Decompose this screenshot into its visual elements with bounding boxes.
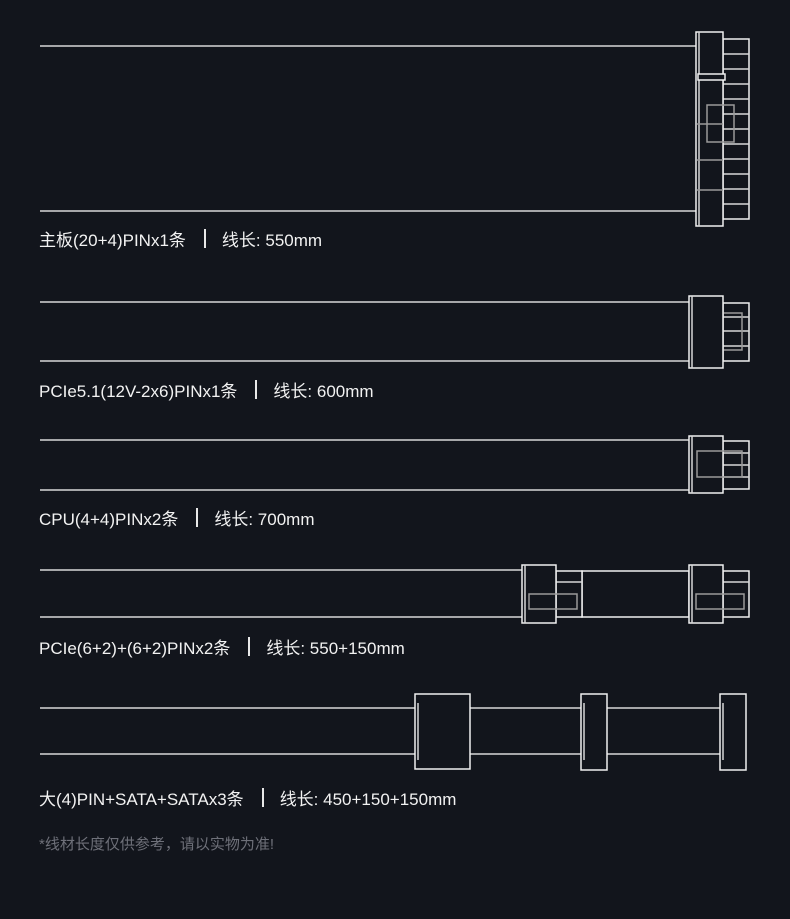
cable-name: 主板(20+4)PINx1条 — [39, 231, 186, 250]
cable-caption-pcie-6plus2: PCIe(6+2)+(6+2)PINx2条 线长: 550+150mm — [39, 634, 405, 659]
cable-name: PCIe(6+2)+(6+2)PINx2条 — [39, 639, 231, 658]
cable-name: CPU(4+4)PINx2条 — [39, 510, 179, 529]
cable-caption-atx: 主板(20+4)PINx1条 线长: 550mm — [39, 226, 322, 251]
cable-length: 线长: 450+150+150mm — [279, 790, 457, 809]
disclaimer-note: *线材长度仅供参考，请以实物为准! — [39, 836, 275, 853]
cable-caption-molex-sata: 大(4)PIN+SATA+SATAx3条 线长: 450+150+150mm — [39, 785, 456, 810]
pcie51-cable-drawing — [40, 295, 750, 369]
atx-24pin-cable-drawing — [40, 31, 750, 227]
divider — [248, 637, 251, 656]
cable-length: 线长: 700mm — [214, 510, 315, 529]
cable-name: 大(4)PIN+SATA+SATAx3条 — [39, 790, 244, 809]
molex-sata-cable-drawing — [40, 693, 747, 771]
divider — [196, 508, 199, 527]
pcie-6plus2-cable-drawing — [40, 564, 750, 624]
divider — [261, 788, 264, 807]
divider — [203, 229, 206, 248]
cpu-cable-drawing — [40, 435, 750, 494]
cable-length: 线长: 600mm — [273, 382, 374, 401]
cable-caption-cpu: CPU(4+4)PINx2条 线长: 700mm — [39, 505, 315, 530]
cable-caption-pcie51: PCIe5.1(12V-2x6)PINx1条 线长: 600mm — [39, 377, 374, 402]
cable-length: 线长: 550mm — [221, 231, 323, 250]
cable-name: PCIe5.1(12V-2x6)PINx1条 — [39, 382, 238, 401]
divider — [255, 380, 258, 399]
cable-length: 线长: 550+150mm — [266, 639, 405, 658]
